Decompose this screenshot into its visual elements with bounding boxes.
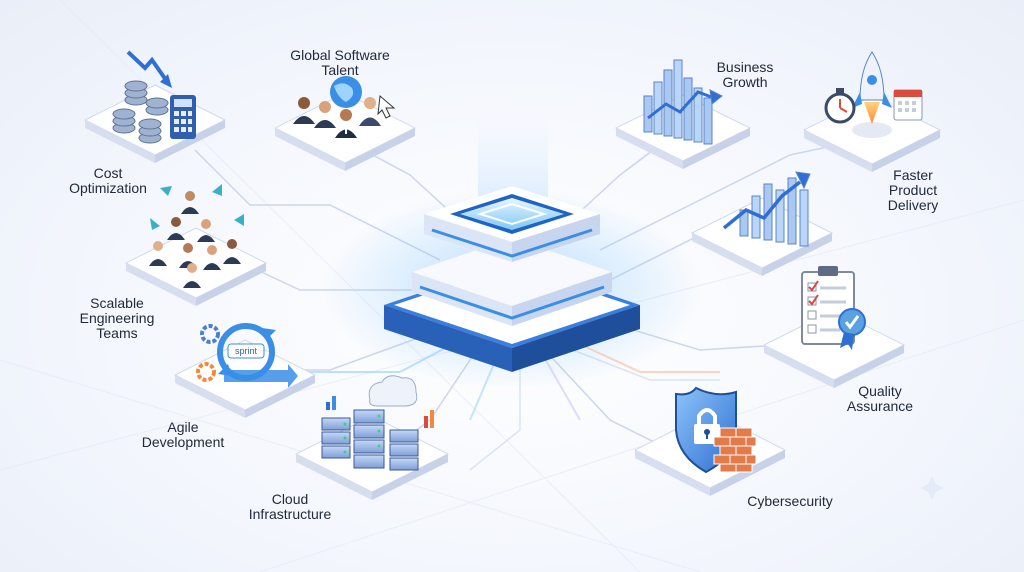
node-tile xyxy=(690,197,834,276)
node-global-talent xyxy=(273,76,417,171)
label-cloud-infrastructure: Cloud Infrastructure xyxy=(248,491,332,522)
shield-lock-firewall-icon xyxy=(675,386,757,474)
label-cost-optimization: Cost Optimization xyxy=(69,165,147,196)
node-tile xyxy=(762,309,906,388)
coins-calculator-icon xyxy=(112,50,196,144)
node-scalable-teams xyxy=(124,184,268,306)
trend-arrow-chart-icon xyxy=(722,171,811,247)
node-faster-delivery xyxy=(802,51,942,172)
label-global-software-talent: Global Software Talent xyxy=(290,47,390,78)
node-agile-development xyxy=(173,323,317,418)
sprint-badge-text: sprint xyxy=(235,346,258,356)
label-quality-assurance: Quality Assurance xyxy=(846,383,914,414)
node-trend-chart xyxy=(690,171,834,276)
globe-people-icon xyxy=(293,76,396,138)
label-faster-product-delivery: Faster Product Delivery xyxy=(887,167,939,213)
label-cybersecurity: Cybersecurity xyxy=(747,493,833,509)
sprint-cycle-icon xyxy=(196,323,298,388)
bar-chart-icon xyxy=(643,59,723,145)
rocket-stopwatch-icon xyxy=(824,51,923,138)
label-agile-development: Agile Development xyxy=(141,419,225,450)
team-expand-icon xyxy=(149,184,244,288)
node-tile xyxy=(614,94,752,169)
node-cost-optimization xyxy=(83,50,227,163)
central-hub xyxy=(322,120,702,390)
label-business-growth: Business Growth xyxy=(716,59,774,90)
node-quality-assurance xyxy=(762,266,906,388)
checklist-badge-icon xyxy=(801,266,866,350)
cloud-servers-icon xyxy=(321,375,434,471)
sparkle-icon xyxy=(920,476,944,500)
node-business-growth xyxy=(614,59,752,169)
node-cybersecurity xyxy=(633,386,787,496)
label-scalable-engineering-teams: Scalable Engineering Teams xyxy=(79,295,155,341)
node-cloud-infrastructure xyxy=(294,375,450,500)
